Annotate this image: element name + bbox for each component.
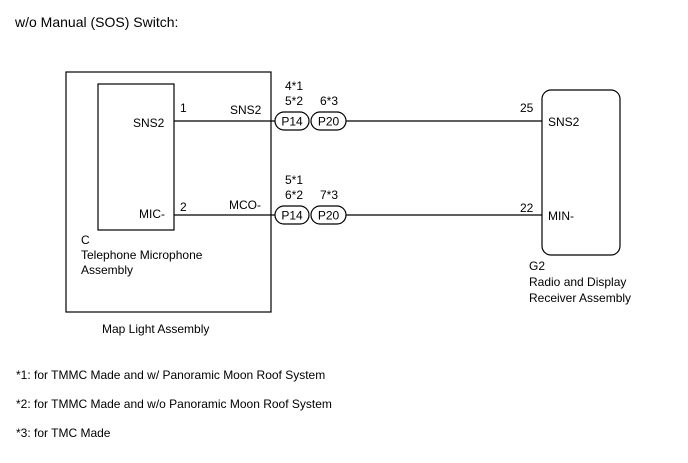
mic-pin-name-sns2: SNS2	[133, 116, 165, 130]
map-light-assembly-box	[65, 71, 272, 313]
receiver-name-line2: Receiver Assembly	[529, 291, 631, 305]
connector-p20-wire2	[310, 205, 347, 225]
footnote-1: *1: for TMMC Made and w/ Panoramic Moon …	[16, 368, 325, 382]
footnote-2: *2: for TMMC Made and w/o Panoramic Moon…	[16, 397, 332, 411]
receiver-pin-number-22: 22	[520, 201, 534, 215]
microphone-name-line2: Assembly	[81, 263, 133, 277]
mic-pin-number-1: 1	[180, 101, 187, 115]
receiver-pin-number-25: 25	[520, 101, 534, 115]
footnote-3: *3: for TMC Made	[16, 426, 111, 440]
connector-p20-wire1	[310, 111, 347, 131]
connector-p20-label-wire1: P20	[318, 115, 340, 129]
receiver-code: G2	[529, 259, 545, 273]
p14-note-2-wire2: 6*2	[285, 188, 303, 202]
telephone-microphone-box	[97, 83, 175, 231]
receiver-pin-name-min: MIN-	[548, 209, 574, 223]
radio-receiver-box	[541, 89, 621, 256]
mic-pin-name-mic: MIC-	[139, 207, 165, 221]
wire-signal-sns2: SNS2	[230, 103, 262, 117]
receiver-name-line1: Radio and Display	[529, 275, 626, 289]
connector-p14-label-wire2: P14	[281, 209, 303, 223]
connector-p14-label-wire1: P14	[281, 115, 303, 129]
connector-p14-wire1	[274, 111, 310, 131]
p14-note-1-wire1: 4*1	[285, 79, 303, 93]
microphone-code: C	[81, 233, 90, 247]
wire-signal-mco: MCO-	[229, 198, 261, 212]
p14-note-2-wire1: 5*2	[285, 94, 303, 108]
diagram-title: w/o Manual (SOS) Switch:	[14, 14, 178, 30]
connector-p20-label-wire2: P20	[318, 209, 340, 223]
p20-note-wire2: 7*3	[320, 188, 338, 202]
microphone-name-line1: Telephone Microphone	[81, 248, 203, 262]
p14-note-1-wire2: 5*1	[285, 173, 303, 187]
connector-p14-wire2	[274, 205, 310, 225]
map-light-assembly-label: Map Light Assembly	[102, 322, 209, 336]
receiver-pin-name-sns2: SNS2	[548, 115, 580, 129]
p20-note-wire1: 6*3	[320, 94, 338, 108]
mic-pin-number-2: 2	[180, 200, 187, 214]
